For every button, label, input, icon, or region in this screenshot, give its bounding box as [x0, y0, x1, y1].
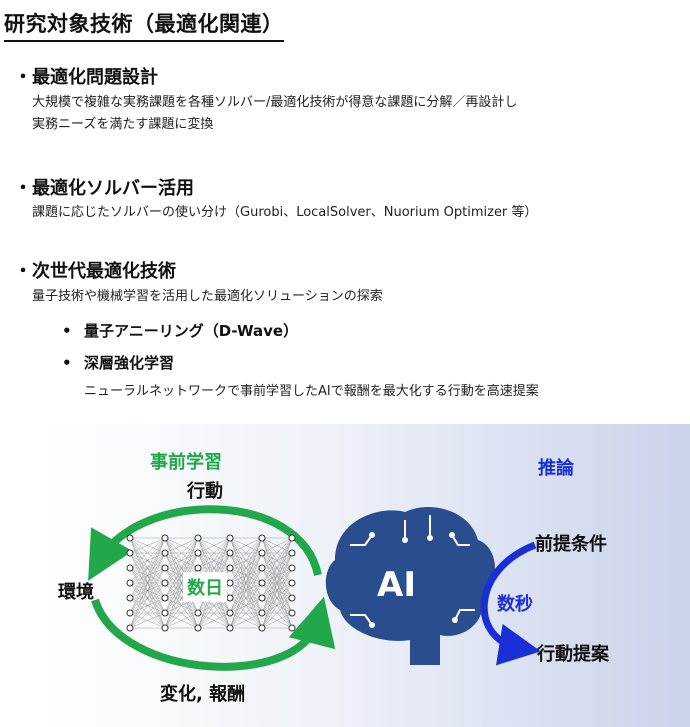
- cycle-arrow-top: [88, 505, 322, 581]
- subitem-desc: ニューラルネットワークで事前学習したAIで報酬を最大化する行動を高速提案: [84, 384, 539, 399]
- label-ai: AI: [377, 565, 416, 605]
- inference-arrow: [480, 541, 541, 666]
- label-days: 数日: [183, 572, 227, 602]
- neural-network-icon: [126, 534, 296, 632]
- bullet: •: [62, 322, 72, 340]
- label-seconds: 数秒: [497, 594, 533, 615]
- section-heading-next-gen: ・次世代最適化技術: [14, 257, 176, 283]
- section-heading-solver-usage: ・最適化ソルバー活用: [14, 174, 194, 200]
- bullet: •: [62, 354, 72, 372]
- section-desc-line: 実務ニーズを満たす課題に変換: [32, 117, 214, 132]
- bullet: ・: [14, 178, 32, 199]
- label-change-reward: 変化, 報酬: [160, 684, 246, 705]
- subitem-quantum-annealing: • 量子アニーリング（D-Wave）: [62, 320, 298, 341]
- section-heading-problem-design: ・最適化問題設計: [14, 63, 158, 89]
- cycle-arrow-bottom: [91, 596, 336, 671]
- label-pretrain: 事前学習: [150, 452, 222, 473]
- section-desc-line: 量子技術や機械学習を活用した最適化ソリューションの探索: [32, 289, 383, 304]
- bullet: ・: [14, 261, 32, 282]
- section-desc-line: 大規模で複雑な実務課題を各種ソルバー/最適化技術が得意な課題に分解／再設計し: [32, 95, 518, 110]
- label-environment: 環境: [58, 582, 94, 603]
- heading-text: 次世代最適化技術: [32, 261, 176, 282]
- ai-brain-icon: [325, 507, 496, 665]
- subitem-deep-rl: • 深層強化学習: [62, 352, 174, 373]
- bullet: ・: [14, 67, 32, 88]
- heading-text: 最適化問題設計: [32, 67, 158, 88]
- page-title: 研究対象技術（最適化関連）: [4, 8, 284, 42]
- label-proposal: 行動提案: [537, 644, 609, 665]
- label-action: 行動: [187, 481, 223, 502]
- subitem-label: 深層強化学習: [84, 354, 175, 372]
- heading-text: 最適化ソルバー活用: [32, 178, 194, 199]
- section-desc-line: 課題に応じたソルバーの使い分け（Gurobi、LocalSolver、Nuori…: [32, 205, 538, 220]
- subitem-label: 量子アニーリング（D-Wave）: [84, 322, 299, 340]
- label-inference: 推論: [538, 458, 574, 479]
- label-premise: 前提条件: [535, 534, 607, 555]
